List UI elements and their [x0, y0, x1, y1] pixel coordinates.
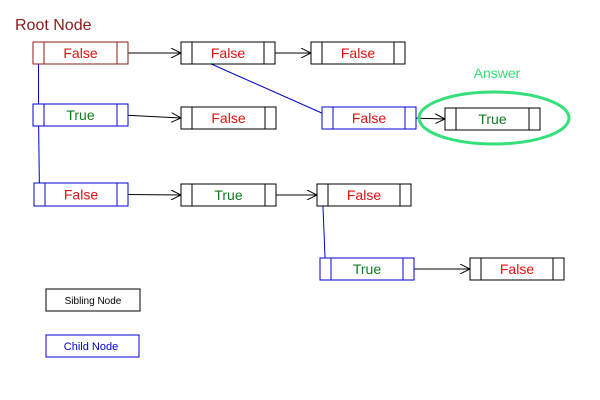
node-box — [444, 107, 541, 131]
node-label: False — [347, 187, 381, 203]
node-label: False — [63, 45, 97, 61]
node-box — [32, 103, 129, 127]
node-box — [469, 257, 565, 281]
legend-sibling-box — [45, 288, 141, 312]
node-label: False — [341, 45, 375, 61]
node-1: False — [32, 41, 129, 65]
node-label: True — [353, 261, 381, 277]
root-node-title: Root Node — [15, 17, 92, 34]
edge-n4-n5 — [122, 115, 182, 118]
node-box — [180, 183, 277, 207]
node-10: False — [316, 183, 412, 207]
edge-n8-n9 — [122, 195, 182, 196]
node-label: True — [478, 111, 506, 127]
node-box — [319, 257, 415, 281]
legend-child-box — [45, 334, 140, 358]
node-label: False — [211, 45, 245, 61]
node-box — [180, 106, 277, 130]
node-label: False — [500, 261, 534, 277]
node-label: True — [66, 107, 94, 123]
node-box — [180, 41, 276, 65]
edges-layer — [39, 53, 470, 269]
node-7: True — [444, 107, 541, 131]
node-5: False — [180, 106, 277, 130]
node-box — [310, 41, 406, 65]
node-11: True — [319, 257, 415, 281]
node-label: False — [352, 110, 386, 126]
node-box — [32, 41, 129, 65]
node-3: False — [310, 41, 406, 65]
node-9: True — [180, 183, 277, 207]
node-label: False — [64, 187, 98, 203]
node-label: True — [214, 187, 242, 203]
node-2: False — [180, 41, 276, 65]
answer-highlight — [417, 90, 571, 146]
node-box — [321, 106, 417, 130]
legend-child-label: Child Node — [64, 341, 118, 353]
node-12: False — [469, 257, 565, 281]
node-8: False — [33, 182, 129, 207]
legend: Sibling Node Child Node — [45, 288, 141, 358]
node-box — [33, 182, 129, 207]
node-4: True — [32, 103, 129, 127]
node-label: False — [211, 110, 245, 126]
answer-label: Answer — [474, 65, 521, 81]
node-box — [316, 183, 412, 207]
edge-n10-n11 — [323, 194, 326, 269]
legend-sibling-label: Sibling Node — [65, 296, 122, 307]
node-6: False — [321, 106, 417, 130]
edge-n4-n8 — [39, 114, 40, 195]
